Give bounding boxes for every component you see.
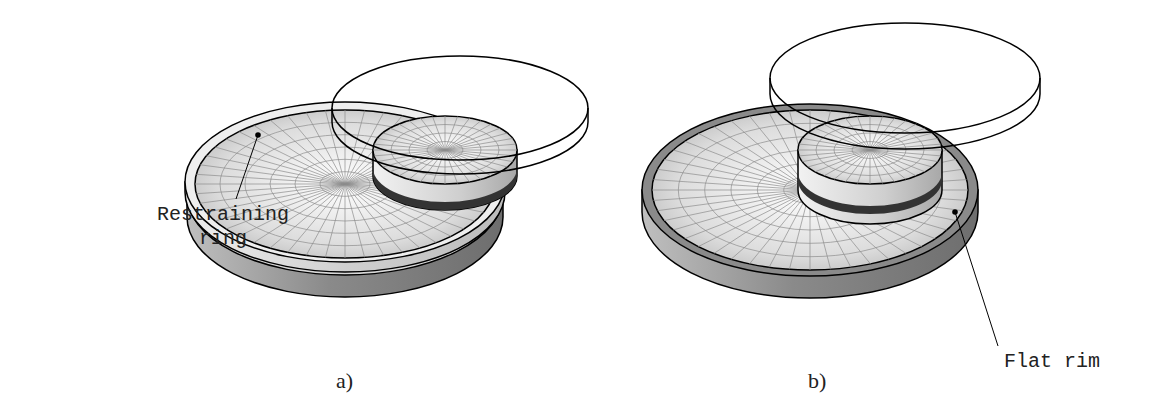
surface-grid (816, 125, 924, 176)
surface-grid (320, 172, 370, 197)
surface-grid (852, 142, 888, 159)
pad-outline-a (332, 56, 588, 174)
subfigure-label: b) (808, 368, 848, 394)
surface-grid (427, 142, 463, 159)
surface-grid (409, 133, 481, 167)
part-label: Flat rim (992, 350, 1112, 374)
part-label: Restraining ring (148, 203, 298, 251)
subfigure-label: a) (336, 368, 376, 394)
surface-grid (834, 133, 906, 167)
wafer-carrier-a (373, 116, 517, 210)
leader-line (236, 135, 258, 199)
leader-line (955, 212, 998, 346)
surface-grid (391, 125, 499, 176)
pad-outline-b (770, 23, 1040, 149)
